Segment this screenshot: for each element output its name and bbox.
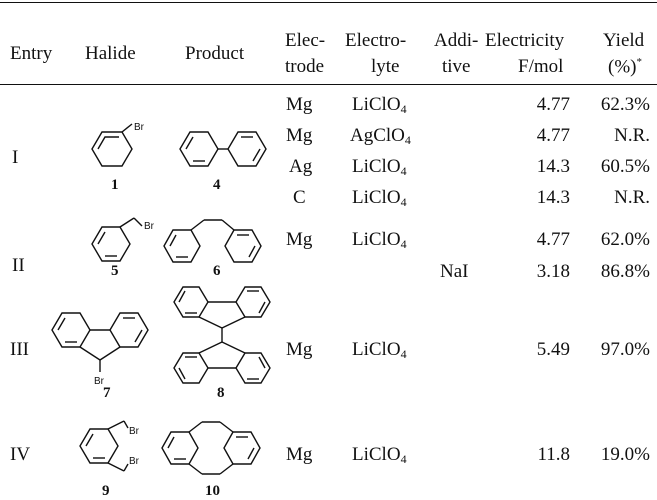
header-yield-line1: Yield [603, 30, 645, 51]
header-entry: Entry [10, 43, 53, 64]
row-electrolyte-sub: 4 [400, 237, 407, 251]
structure-bromobenzene: Br [91, 122, 145, 167]
row-electrode: Mg [286, 229, 313, 250]
row-electricity: 14.3 [536, 187, 570, 208]
row-electrolyte-base: LiClO [352, 339, 401, 360]
header-yield-line2: (%)* [608, 56, 642, 78]
row-electrolyte: LiClO4 [352, 340, 407, 360]
row-electrolyte-base: AgClO [350, 125, 405, 146]
header-electrode-line2: trode [285, 56, 325, 77]
compound-number-8: 8 [217, 385, 225, 401]
row-electrolyte-sub: 4 [400, 347, 407, 361]
compound-number-4: 4 [213, 177, 221, 193]
row-electricity: 4.77 [536, 94, 570, 115]
header-additive-line2: tive [442, 56, 471, 77]
row-electrode: C [293, 187, 306, 208]
row-yield: 62.0% [600, 229, 650, 250]
row-electrolyte-base: LiClO [352, 229, 401, 250]
compound-number-5: 5 [111, 263, 119, 279]
entry-label-III: III [10, 339, 29, 360]
structure-benzyl-bromide: Br [91, 217, 155, 262]
structure-label-br-5: Br [144, 221, 155, 232]
entry-label-IV: IV [10, 444, 31, 465]
row-electrode: Mg [286, 125, 313, 146]
row-electrolyte-base: LiClO [352, 187, 401, 208]
row-yield: N.R. [614, 125, 650, 146]
header-electricity-line1: Electricity [485, 30, 565, 51]
entry-label-II: II [12, 255, 25, 276]
compound-number-10: 10 [205, 483, 220, 499]
structure-label-br-9a: Br [129, 426, 140, 437]
header-yield-unit: (%) [608, 56, 637, 78]
row-yield: 97.0% [600, 339, 650, 360]
row-electrolyte-base: LiClO [352, 156, 401, 177]
row-additive: NaI [440, 261, 469, 282]
header-electrolyte-line1: Electro- [345, 30, 407, 51]
row-electricity: 4.77 [536, 229, 570, 250]
header-rule [0, 84, 657, 85]
structure-biphenyl [179, 131, 267, 167]
header-electricity-line2: F/mol [518, 56, 564, 77]
row-electricity: 11.8 [537, 444, 570, 465]
header-product: Product [185, 43, 245, 64]
row-electrolyte-sub: 4 [400, 102, 407, 116]
row-electricity: 3.18 [536, 261, 570, 282]
row-yield: 60.5% [600, 156, 650, 177]
row-electrolyte: LiClO4 [352, 230, 407, 250]
compound-number-7: 7 [103, 385, 111, 401]
row-electrolyte-base: LiClO [352, 94, 401, 115]
header-halide: Halide [85, 43, 136, 64]
structure-bibenzyl [163, 219, 262, 263]
row-electricity: 14.3 [536, 156, 570, 177]
entry-label-I: I [12, 147, 19, 168]
structure-bromofluorene: Br [51, 312, 149, 387]
compound-number-6: 6 [213, 263, 221, 279]
row-electrolyte: LiClO4 [352, 445, 407, 465]
compound-number-1: 1 [111, 177, 119, 193]
row-electricity: 5.49 [536, 339, 570, 360]
top-rule [0, 2, 657, 3]
row-electricity: 4.77 [536, 125, 570, 146]
row-electrode: Ag [289, 156, 313, 177]
structure-label-br-1: Br [134, 122, 145, 133]
row-electrolyte-sub: 4 [400, 164, 407, 178]
row-electrolyte: LiClO4 [352, 157, 407, 177]
structure-label-br-7: Br [94, 376, 105, 387]
structure-dibenzocyclooctadiene [161, 421, 261, 475]
structure-label-br-9b: Br [129, 456, 140, 467]
row-yield: N.R. [614, 187, 650, 208]
header-electrode-line1: Elec- [285, 30, 326, 51]
row-yield: 86.8% [600, 261, 650, 282]
row-electrolyte-sub: 4 [400, 195, 407, 209]
row-yield: 62.3% [600, 94, 650, 115]
row-electrolyte: AgClO4 [350, 126, 411, 146]
row-electrolyte-base: LiClO [352, 444, 401, 465]
header-additive-line1: Addi- [434, 30, 479, 51]
row-yield: 19.0% [600, 444, 650, 465]
structure-xylylene-dibromide: Br Br [79, 420, 140, 472]
row-electrolyte-sub: 4 [404, 133, 411, 147]
row-electrolyte: LiClO4 [352, 95, 407, 115]
structure-bifluorene [173, 286, 271, 384]
row-electrode: Mg [286, 94, 313, 115]
header-yield-footnote-mark: * [636, 56, 642, 68]
row-electrode: Mg [286, 444, 313, 465]
header-electrolyte-line2: lyte [371, 56, 400, 77]
row-electrode: Mg [286, 339, 313, 360]
row-electrolyte: LiClO4 [352, 188, 407, 208]
compound-number-9: 9 [102, 483, 110, 499]
row-electrolyte-sub: 4 [400, 452, 407, 466]
